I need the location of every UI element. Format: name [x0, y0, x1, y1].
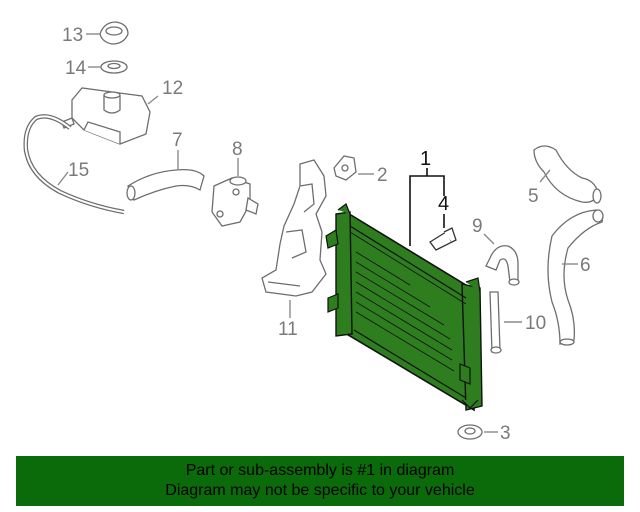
part-14-seal-ring[interactable]	[100, 60, 128, 74]
part-11-air-guide[interactable]	[261, 159, 327, 297]
callout-10: 10	[525, 313, 546, 334]
callout-5: 5	[528, 186, 539, 207]
callout-9: 9	[472, 216, 483, 237]
leader-15	[57, 171, 69, 186]
disclaimer-line-2: Diagram may not be specific to your vehi…	[165, 482, 475, 499]
callout-12: 12	[162, 78, 183, 99]
parts-diagram: 13 14 12 15 7 8 2	[23, 21, 604, 444]
callout-6: 6	[580, 255, 591, 276]
part-5-upper-hose[interactable]	[533, 145, 602, 204]
callout-13: 13	[62, 25, 83, 46]
leader-1	[409, 168, 445, 246]
callout-3: 3	[500, 423, 511, 444]
part-9-hose[interactable]	[485, 245, 520, 286]
part-4-bolt[interactable]	[429, 227, 457, 251]
part-6-lower-hose[interactable]	[547, 209, 604, 346]
part-2-bracket[interactable]	[333, 155, 357, 181]
callout-1: 1	[420, 148, 431, 170]
part-10-pipe[interactable]	[489, 291, 502, 354]
part-1-radiator-assembly[interactable]	[325, 203, 483, 412]
part-15-overflow-hose[interactable]	[23, 114, 125, 215]
part-3-grommet[interactable]	[457, 424, 483, 440]
disclaimer-line-1: Part or sub-assembly is #1 in diagram	[185, 462, 455, 479]
leader-9	[483, 233, 495, 245]
part-7-hose[interactable]	[126, 168, 205, 201]
callout-2: 2	[377, 165, 388, 186]
callout-4: 4	[438, 193, 449, 215]
leader-12	[147, 95, 159, 105]
disclaimer-banner: Part or sub-assembly is #1 in diagram Di…	[16, 456, 624, 506]
callout-8: 8	[232, 139, 243, 160]
callout-11: 11	[278, 319, 298, 340]
callout-15: 15	[68, 160, 89, 181]
part-8-thermostat-housing[interactable]	[211, 176, 259, 227]
leader-5	[539, 169, 551, 183]
callout-14: 14	[65, 58, 87, 79]
callout-7: 7	[172, 130, 183, 151]
part-12-reservoir-tank[interactable]	[61, 87, 151, 145]
part-13-reservoir-cap[interactable]	[99, 21, 129, 45]
